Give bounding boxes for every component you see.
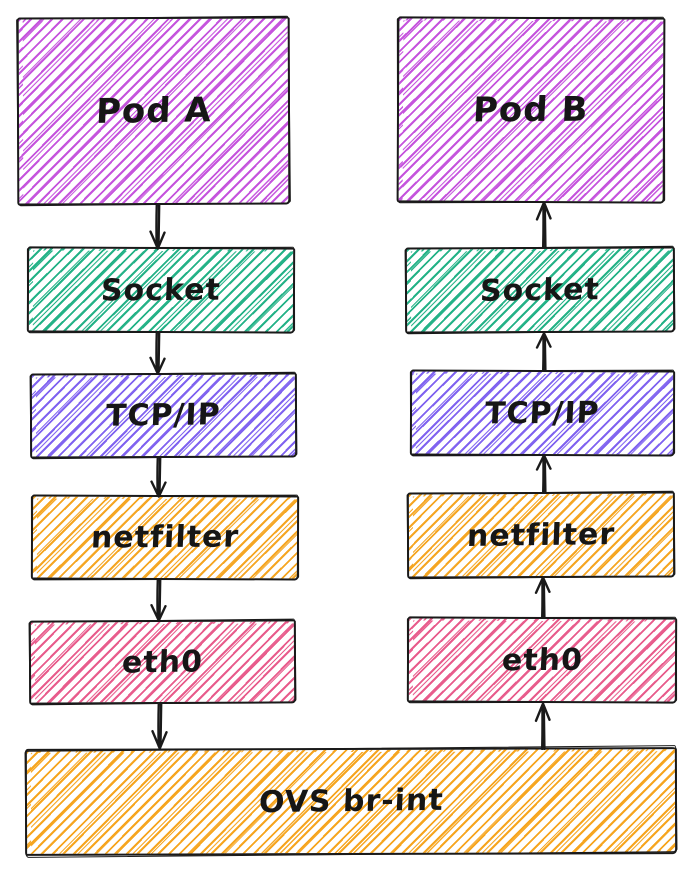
left-tcpip-box: TCP/IP xyxy=(29,372,298,459)
left-eth0-label: eth0 xyxy=(121,643,204,681)
down-arrow-tcpip-to-netfilter xyxy=(147,456,171,498)
up-arrow-icon xyxy=(535,454,552,494)
up-arrow-eth0-to-netfilter xyxy=(531,576,555,619)
left-tcpip-label: TCP/IP xyxy=(105,397,222,434)
right-socket-box: Socket xyxy=(404,246,676,334)
left-netfilter-box: netfilter xyxy=(30,494,300,581)
down-arrow-pod-a-to-socket xyxy=(146,203,170,250)
right-socket-label: Socket xyxy=(479,271,601,309)
right-tcpip-box: TCP/IP xyxy=(409,369,676,457)
right-tcpip-label: TCP/IP xyxy=(484,395,601,431)
down-arrow-eth0-to-ovs xyxy=(148,702,172,750)
up-arrow-icon xyxy=(534,702,551,750)
right-netfilter-label: netfilter xyxy=(466,516,616,554)
ovs-bridge-box: OVS br-int xyxy=(24,747,678,856)
down-arrow-icon xyxy=(151,702,168,750)
right-eth0-label: eth0 xyxy=(500,642,584,678)
pod-a-box: Pod A xyxy=(16,16,291,206)
left-socket-label: Socket xyxy=(100,272,222,308)
right-eth0-box: eth0 xyxy=(406,616,678,704)
pod-b-box: Pod B xyxy=(396,16,666,204)
up-arrow-icon xyxy=(535,332,552,372)
pod-a-label: Pod A xyxy=(94,90,213,132)
pod-b-label: Pod B xyxy=(472,89,590,131)
ovs-bridge-label: OVS br-int xyxy=(257,782,445,821)
right-netfilter-box: netfilter xyxy=(406,491,676,579)
down-arrow-icon xyxy=(149,331,166,375)
left-netfilter-label: netfilter xyxy=(90,519,240,556)
up-arrow-netfilter-to-tcpip xyxy=(532,454,556,494)
down-arrow-icon xyxy=(150,579,167,622)
left-socket-box: Socket xyxy=(26,246,296,334)
up-arrow-socket-to-pod-b xyxy=(532,201,556,248)
down-arrow-icon xyxy=(149,203,166,250)
left-eth0-box: eth0 xyxy=(28,619,297,705)
up-arrow-tcpip-to-socket xyxy=(532,332,556,372)
down-arrow-socket-to-tcpip xyxy=(146,331,170,375)
up-arrow-icon xyxy=(535,201,552,248)
up-arrow-icon xyxy=(534,576,551,619)
up-arrow-ovs-to-eth0 xyxy=(531,702,555,750)
down-arrow-icon xyxy=(150,456,167,498)
down-arrow-netfilter-to-eth0 xyxy=(147,579,171,622)
